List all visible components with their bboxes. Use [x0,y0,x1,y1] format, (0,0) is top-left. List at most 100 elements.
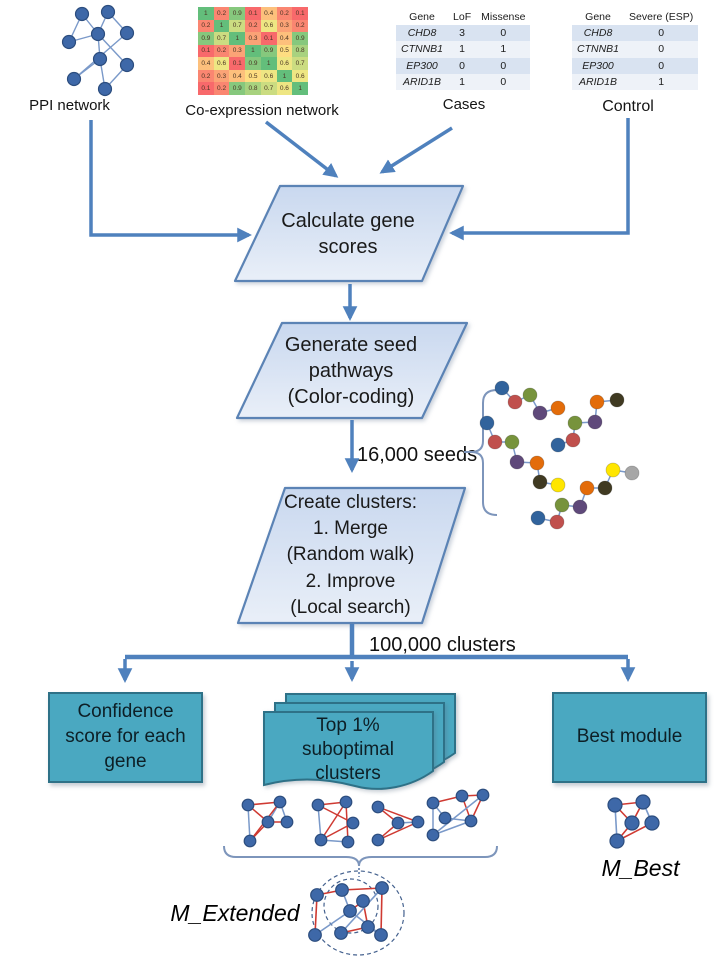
clusters-count-label: 100,000 clusters [369,634,516,656]
table-cell: CHD8 [583,27,613,40]
heatmap-cell: 0.9 [292,32,308,45]
table-cell: 0 [500,75,507,88]
table-cell: 1 [459,43,465,56]
m-extended-graph [308,881,389,942]
heatmap-cell: 0.7 [292,57,308,70]
step-generate-seed-pathways: Generate seed pathways (Color-coding) [232,320,470,421]
table-cell: CTNNB1 [577,43,620,56]
column-header: LoF [448,9,477,26]
table-cell: CTNNB1 [401,43,444,56]
heatmap-cell: 0.3 [276,19,293,33]
parallelogram-shape [235,321,469,420]
seeds-count-label: 16,000 seeds [357,444,478,466]
coexpression-network-label: Co-expression network [185,102,339,119]
heatmap-cell: 0.9 [260,44,277,58]
heatmap-cell: 0.1 [198,44,214,58]
table-cell: ARID1B [403,75,441,88]
step-create-clusters: Create clusters: 1. Merge (Random walk) … [233,485,468,626]
heatmap-cell: 1 [292,82,308,95]
heatmap-cell: 0.7 [229,19,246,33]
heatmap-cell: 0.7 [260,82,277,95]
parallelogram-shape [236,486,467,625]
column-header: Missense [476,9,531,26]
heatmap-cell: 0.5 [276,44,293,58]
table-cell: 0 [658,59,665,72]
suboptimal-clusters-text: Top 1% suboptimal clusters [302,714,394,785]
step-calculate-gene-scores: Calculate gene scores [230,183,466,284]
heatmap-cell: 0.3 [213,69,230,83]
table-cell: EP300 [406,59,438,72]
heatmap-cell: 0.2 [276,7,293,20]
heatmap-cell: 0.6 [292,69,308,83]
heatmap-cell: 1 [245,44,261,58]
heatmap-cell: 0.4 [276,32,293,45]
ppi-network-label: PPI network [29,97,110,114]
parallelogram-shape [233,184,465,283]
heatmap-cell: 0.6 [276,57,293,70]
heatmap-cell: 0.1 [245,7,261,20]
column-header: Gene [396,9,449,26]
m-extended-outer-dashed-circle [311,870,405,956]
table-cell: 3 [459,27,465,40]
heatmap-cell: 0.2 [245,19,261,33]
ppi-network-graph [61,4,135,97]
heatmap-cell: 0.9 [198,32,214,45]
heatmap-cell: 0.9 [229,7,246,20]
table-cell: 0 [658,43,665,56]
table-row: CTNNB1 0 [572,41,699,58]
step-create-text: Create clusters: 1. Merge (Random walk) … [283,491,418,618]
best-module-box: Best module [552,692,707,783]
arrow-ppi-to-calculate [89,120,252,243]
heatmap-cell: 0.1 [229,57,246,70]
clusters-brace [223,845,498,867]
heatmap-cell: 1 [260,57,277,70]
table-row: CTNNB1 1 1 [396,41,531,58]
heatmap-cell: 0.3 [229,44,246,58]
heatmap-cell: 0.7 [213,32,230,45]
heatmap-cell: 0.1 [260,32,277,45]
heatmap-cell: 0.2 [292,19,308,33]
seed-pathways-graph [479,380,640,530]
table-cell: 0 [459,59,465,72]
heatmap-cell: 0.6 [260,69,277,83]
confidence-score-box: Confidence score for each gene [48,692,203,783]
arrow-coexpression-to-calculate [264,120,339,178]
heatmap-cell: 0.2 [198,69,214,83]
heatmap-cell: 0.1 [292,7,308,20]
m-best-graph [607,794,660,849]
heatmap-cell: 0.9 [245,57,261,70]
heatmap-cell: 0.9 [229,82,246,95]
heatmap-cell: 0.2 [213,82,230,95]
m-best-label: M_Best [601,855,680,881]
arrow-cases-to-calculate [379,126,453,174]
table-cell: 0 [500,27,507,40]
heatmap-cell: 1 [213,19,230,33]
suboptimal-cluster-graphs [241,788,490,849]
heatmap-cell: 0.8 [245,82,261,95]
heatmap-cell: 0.4 [198,57,214,70]
table-cell: 1 [658,75,665,88]
heatmap-cell: 0.2 [213,44,230,58]
table-cell: 1 [500,43,507,56]
m-extended-inner-dashed-circle [323,878,379,934]
heatmap-cell: 0.2 [198,19,214,33]
heatmap-cell: 0.6 [260,19,277,33]
heatmap-cell: 0.8 [292,44,308,58]
table-cell: CHD8 [407,27,437,40]
arrow-control-to-calculate [449,118,630,241]
heatmap-cell: 1 [229,32,246,45]
heatmap-cell: 0.3 [245,32,261,45]
m-extended-label: M_Extended [170,900,300,926]
table-cell: 0 [500,59,507,72]
step-generate-text: Generate seed pathways (Color-coding) [284,333,418,408]
heatmap-cell: 0.1 [198,82,214,95]
